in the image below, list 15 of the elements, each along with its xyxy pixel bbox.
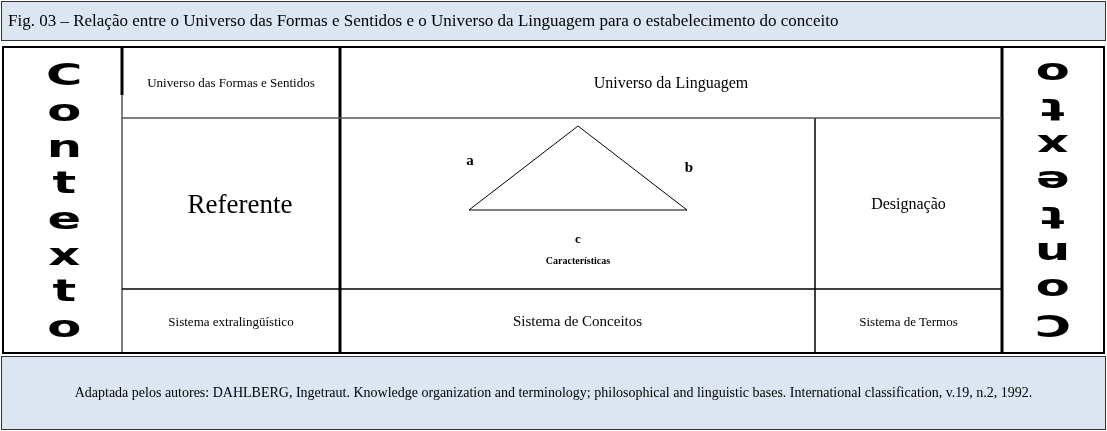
column-heading: Universo da Linguagem	[593, 74, 749, 92]
corner-letter: b	[684, 158, 694, 176]
corner-letter: c	[575, 231, 581, 247]
figure-title: Fig. 03 – Relação entre o Universo das Formas e Sentidos e o Universo da Linguagem para o estabelecimento do conceito	[8, 11, 839, 31]
source-caption: Adaptada pelos autores: DAHLBERG, Ingetraut. Knowledge organization and terminology; philosophical and linguistic bases. International classification, v.19, n.2, 1992.	[74, 385, 1033, 401]
cell-text: Designação	[871, 195, 946, 213]
vertical-word: Contexto	[1028, 56, 1078, 344]
cell-text: Sistema de Termos	[859, 313, 958, 330]
cell-text: Referente	[187, 188, 293, 220]
corner-letter: a	[466, 151, 474, 169]
cell-text: Sistema extralingüístico	[168, 313, 294, 330]
cell-text: Sistema de Conceitos	[512, 313, 643, 330]
corner-caption: Características	[545, 254, 611, 266]
vertical-word: Contexto	[38, 56, 88, 344]
column-heading: Universo das Formas e Sentidos	[147, 75, 315, 91]
